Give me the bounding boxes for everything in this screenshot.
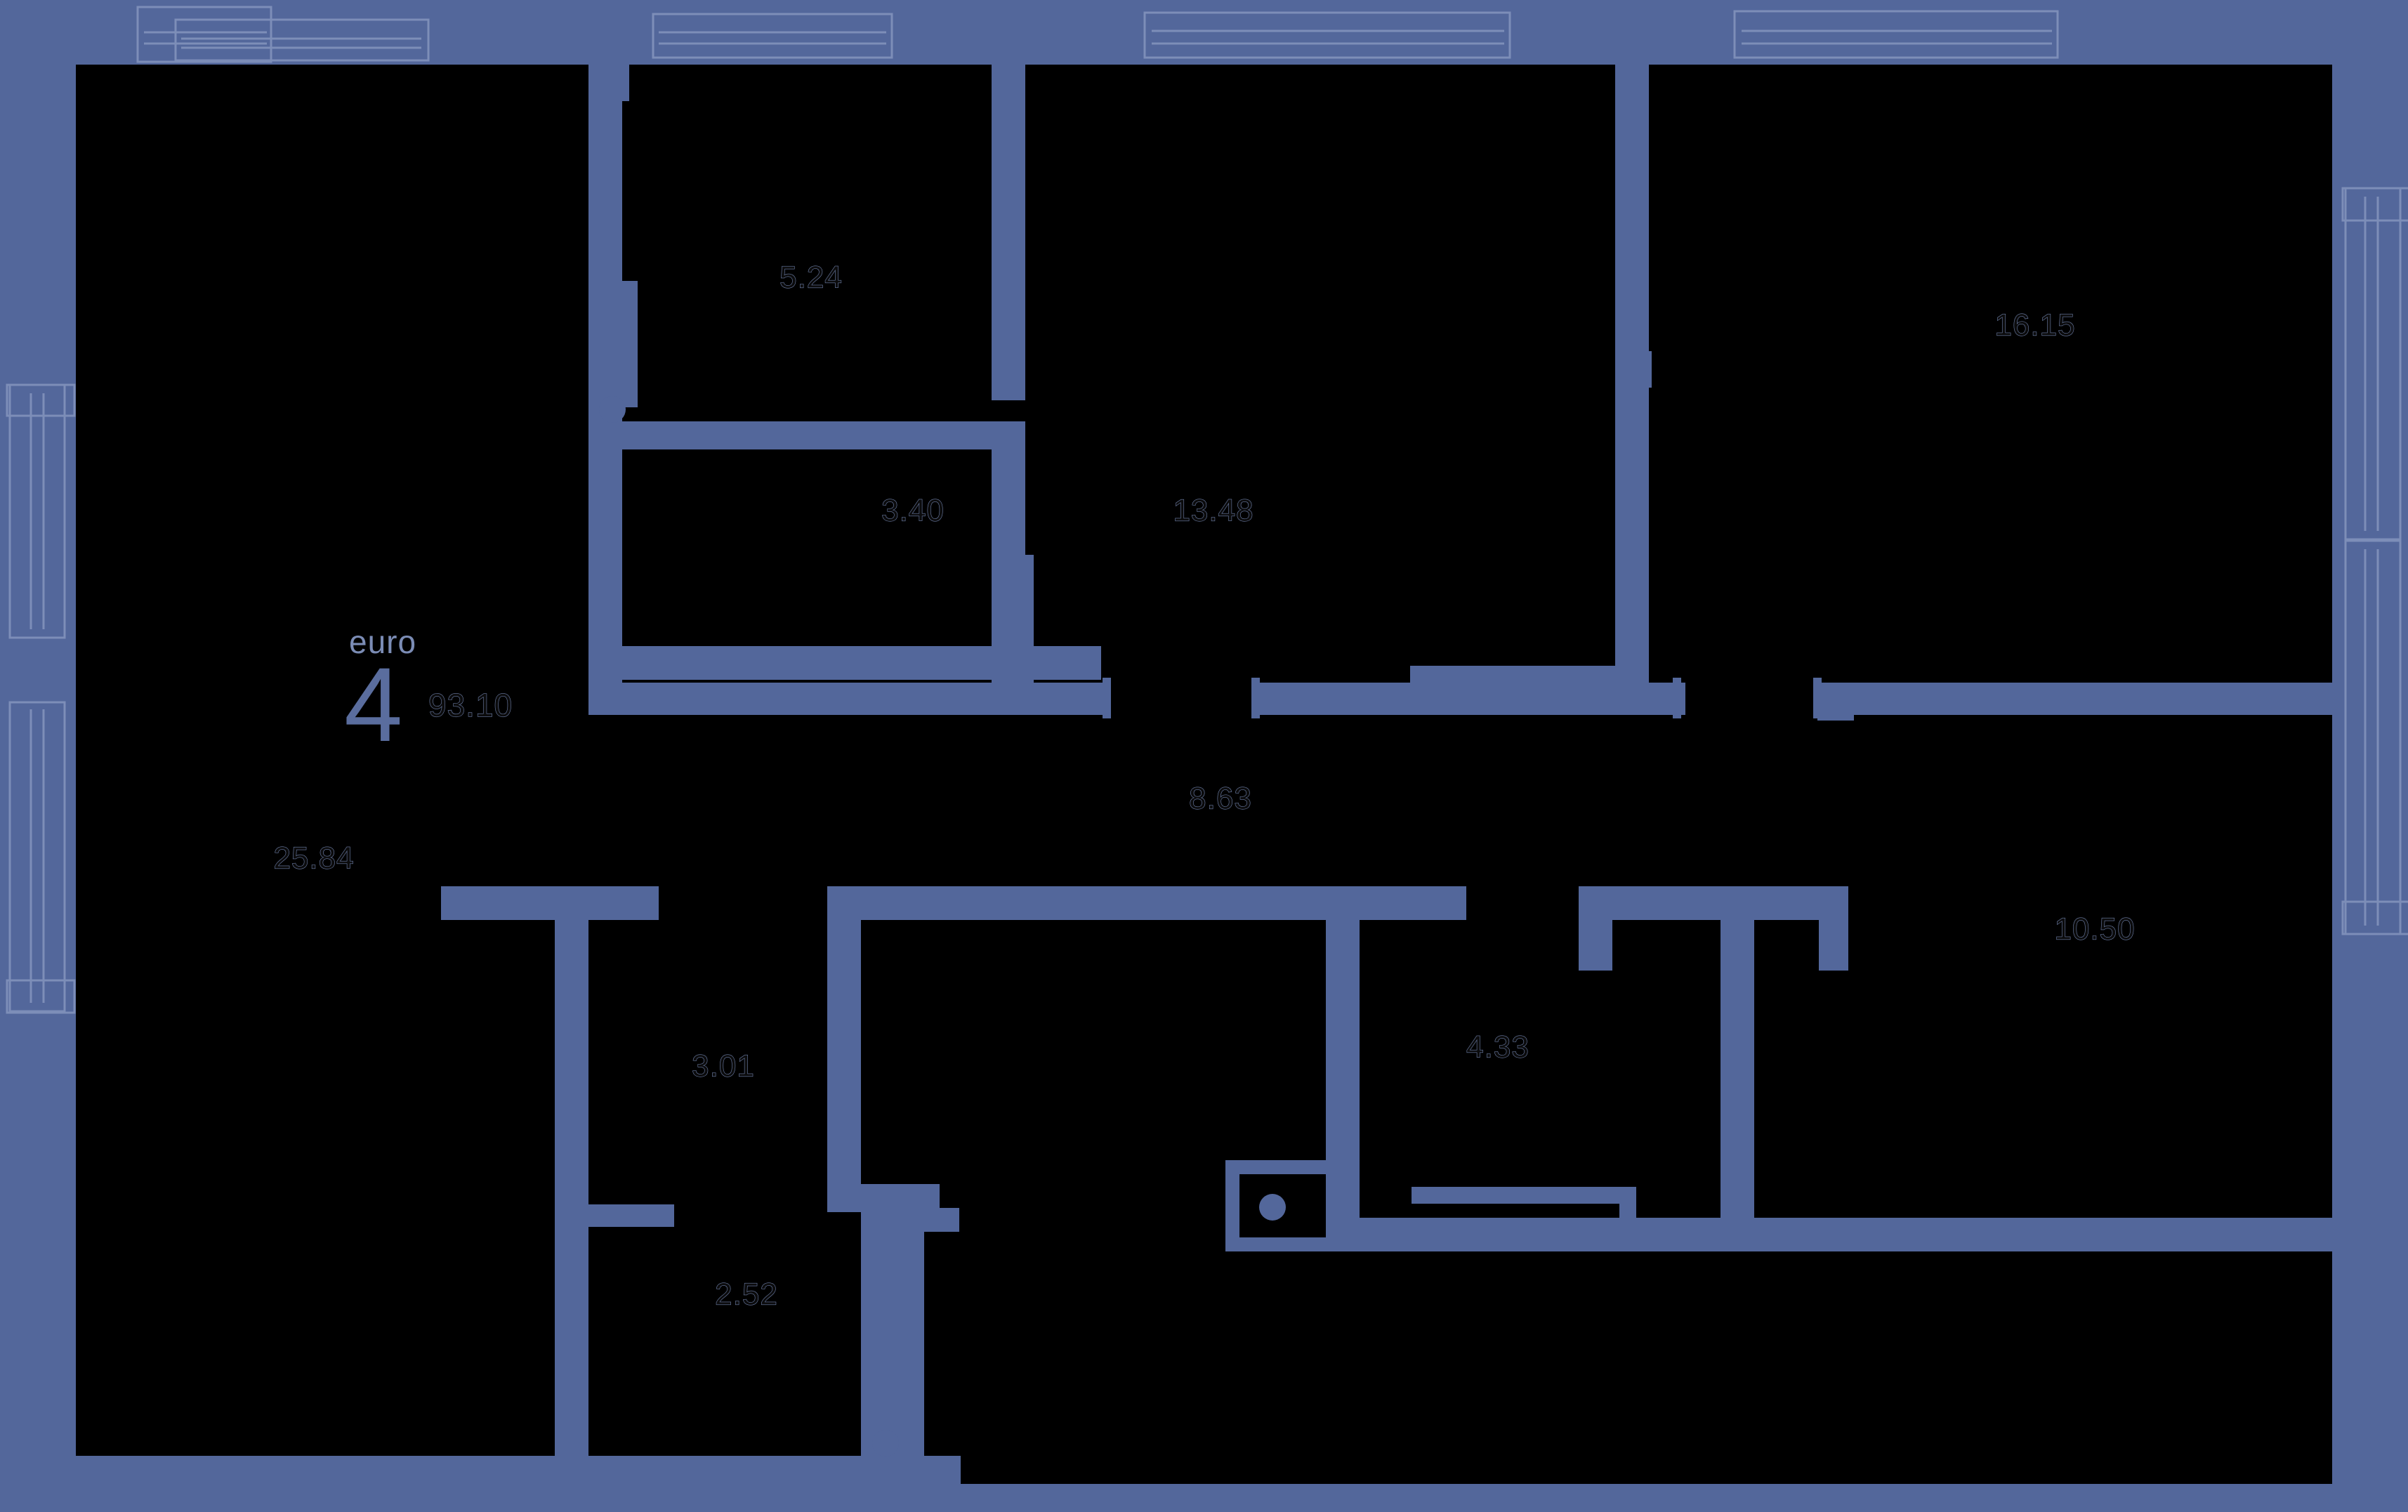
window-left-1 [6, 383, 76, 639]
room-area-bathroom: 4.33 [1466, 1030, 1529, 1065]
room-area-labels: 25.84 5.24 3.40 13.48 16.15 8.63 10.50 4… [273, 260, 2135, 1312]
window-right-1 [2341, 187, 2408, 541]
windows [6, 6, 2408, 1014]
door-wc [872, 1430, 899, 1457]
room-area-corridor: 8.63 [1189, 782, 1252, 816]
window-right-2 [2341, 539, 2408, 935]
window-top-1 [136, 6, 272, 63]
room-area-hall-north: 3.40 [881, 494, 945, 528]
room-area-hall-south: 3.01 [692, 1049, 755, 1084]
brand-block: euro 4 93.10 [344, 624, 513, 763]
window-left-2 [6, 701, 76, 1014]
doors [599, 396, 1286, 1457]
room-area-bedroom-north: 5.24 [779, 261, 843, 295]
brand-word: euro [349, 624, 416, 660]
total-area-label: 93.10 [428, 687, 513, 723]
room-area-wc: 2.52 [715, 1277, 778, 1312]
rooms-count: 4 [344, 645, 402, 763]
room-area-bedroom-se: 10.50 [2054, 912, 2135, 947]
door-bathroom [1259, 1194, 1286, 1221]
room-area-living-room: 25.84 [273, 841, 354, 876]
window-top-2 [174, 18, 430, 62]
room-area-bedroom-main: 13.48 [1173, 494, 1254, 528]
interior-walls [441, 65, 2338, 1512]
window-top-3 [652, 13, 893, 59]
room-area-bedroom-right: 16.15 [1994, 308, 2075, 343]
door-north-bedroom [599, 396, 626, 423]
window-top-5 [1733, 10, 2059, 59]
window-top-4 [1143, 11, 1511, 59]
